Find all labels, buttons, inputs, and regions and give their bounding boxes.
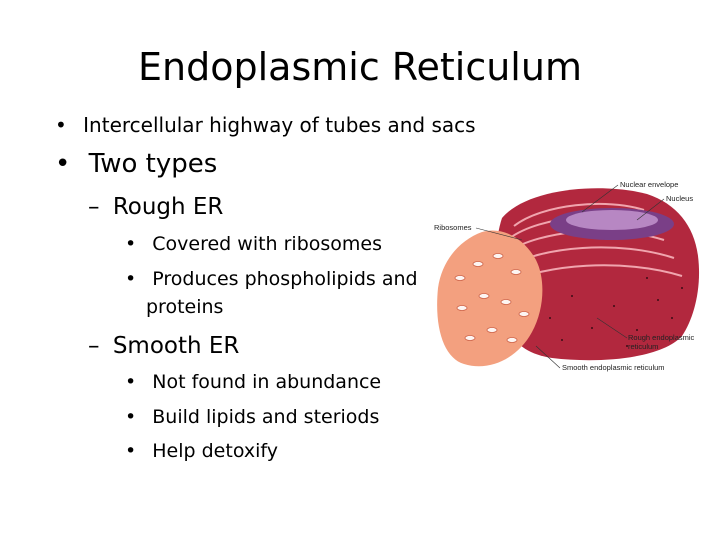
sub-heading-rough-er: – Rough ER	[88, 194, 223, 220]
bullet-item: • Covered with ribosomes	[125, 233, 382, 255]
bullet-marker: •	[125, 406, 137, 428]
label-rough-er: Rough endoplasmic	[628, 333, 695, 342]
bullet-text: Produces phospholipids and	[152, 268, 418, 290]
smooth-er-shape	[437, 230, 543, 367]
sub-heading-text: Rough ER	[112, 194, 224, 220]
ribosome-dots	[531, 277, 683, 347]
bullet-item: • Produces phospholipids and	[125, 268, 418, 290]
bullet-continuation: proteins	[146, 296, 224, 318]
bullet-marker: •	[125, 233, 137, 255]
bullet-item: • Build lipids and steriods	[125, 406, 379, 428]
bullet-marker: •	[55, 113, 67, 137]
bullet-marker: •	[55, 149, 71, 179]
sub-heading-smooth-er: – Smooth ER	[88, 333, 239, 359]
bullet-text: Two types	[88, 149, 218, 179]
er-diagram: Nuclear envelope Nucleus Ribosomes Rough…	[434, 180, 700, 372]
sub-heading-text: Smooth ER	[112, 333, 240, 359]
dash-marker: –	[88, 333, 100, 359]
label-nucleus: Nucleus	[666, 194, 693, 203]
bullet-item: • Two types	[55, 149, 217, 179]
bullet-item: • Intercellular highway of tubes and sac…	[55, 113, 476, 137]
bullet-text: Covered with ribosomes	[152, 233, 383, 255]
label-rough-er-line2: reticulum	[628, 342, 658, 351]
bullet-item: • Not found in abundance	[125, 371, 381, 393]
dash-marker: –	[88, 194, 100, 220]
bullet-text: Intercellular highway of tubes and sacs	[83, 113, 476, 137]
bullet-marker: •	[125, 440, 137, 462]
bullet-text: Not found in abundance	[152, 371, 382, 393]
nucleus-shape	[550, 208, 674, 240]
label-ribosomes: Ribosomes	[434, 223, 472, 232]
leader-lines	[475, 184, 665, 369]
bullet-marker: •	[125, 268, 137, 290]
bullet-marker: •	[125, 371, 137, 393]
bullet-item: • Help detoxify	[125, 440, 278, 462]
label-smooth-er: Smooth endoplasmic reticulum	[562, 363, 665, 372]
bullet-text: Help detoxify	[152, 440, 278, 462]
bullet-text: Build lipids and steriods	[152, 406, 380, 428]
label-nuclear-envelope: Nuclear envelope	[620, 180, 678, 189]
page-title: Endoplasmic Reticulum	[138, 45, 582, 89]
